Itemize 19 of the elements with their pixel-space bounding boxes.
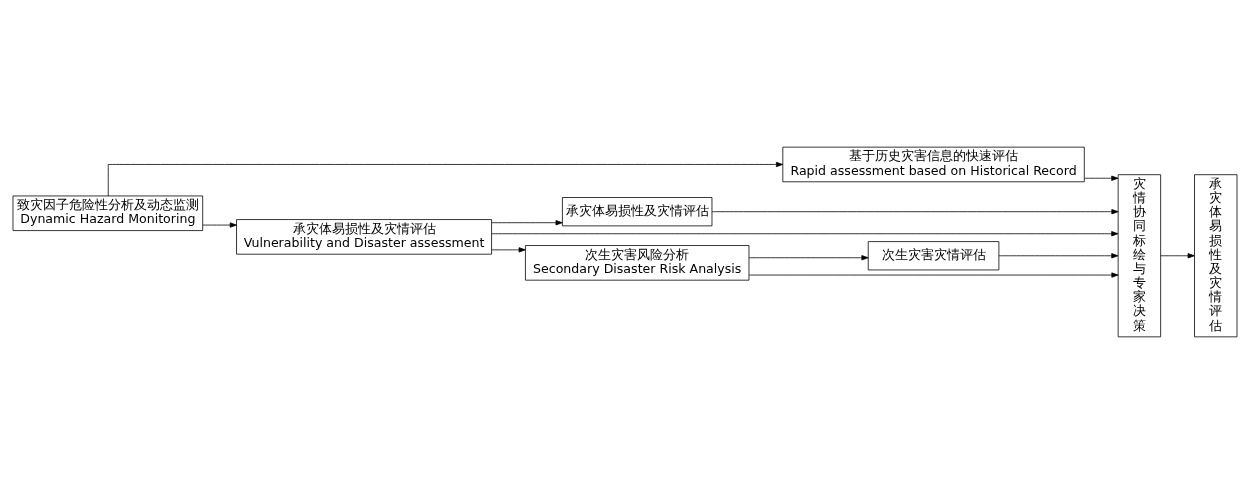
arrow [202, 221, 237, 228]
arrow [491, 219, 563, 225]
arrow [998, 252, 1119, 258]
arrow [491, 230, 1119, 236]
arrow [748, 271, 1119, 278]
arrow [491, 246, 526, 252]
arrow [107, 161, 784, 196]
node-box: 承灾体易损性及灾情评估 [1194, 173, 1238, 337]
arrow [1160, 252, 1195, 258]
node-box: 次生灾害风险分析 Secondary Disaster Risk Analysis [525, 244, 750, 281]
arrow [748, 254, 869, 260]
node-box: 承灾体易损性及灾情评估 Vulnerability and Disaster assessment [236, 218, 492, 255]
node-box: 基于历史灾害信息的快速评估 Rapid assessment based on Historical Record [782, 146, 1085, 182]
arrow [1084, 175, 1119, 181]
node-box: 次生灾害灾情评估 [867, 240, 1000, 270]
node-box: 承灾体易损性及灾情评估 [562, 196, 713, 226]
arrow [711, 208, 1119, 214]
node-box: 致灾因子危险性分析及动态监测 Dynamic Hazard Monitoring [12, 195, 204, 231]
node-box: 灾情协同标绘与专家决策 [1117, 173, 1162, 337]
